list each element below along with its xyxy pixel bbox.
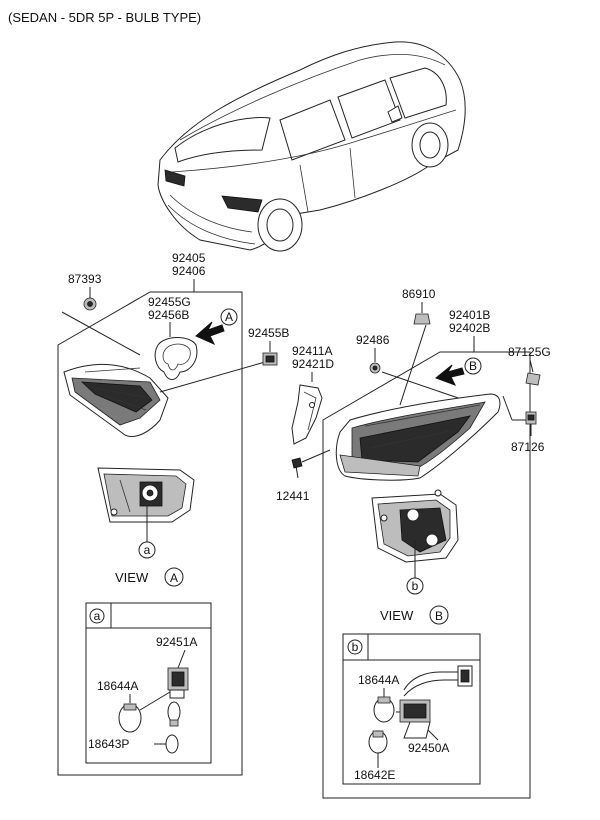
socket-92455b [262, 352, 278, 366]
ref-circle-b [406, 577, 424, 595]
nut-87393 [83, 297, 97, 311]
car-illustration [157, 41, 466, 252]
label-18642e: 18642E [354, 768, 395, 782]
bulb-18643p [167, 701, 181, 727]
bulb-wedge [165, 734, 179, 754]
view-b-circle [429, 605, 449, 625]
label-92405: 92405 [172, 251, 206, 265]
callout-letter-a: A [225, 310, 233, 324]
view-a-letter: A [170, 571, 178, 585]
wiring-harness-92450a [399, 665, 473, 739]
bracket-92411a [291, 384, 323, 445]
inner-lamp-group-frame [57, 291, 243, 776]
clip-87125g [525, 372, 541, 386]
label-92406: 92406 [172, 264, 206, 278]
detail-box-b [342, 633, 481, 785]
view-a-circle [164, 567, 184, 587]
view-a-word: VIEW [115, 570, 149, 585]
detail-box-b-circle [347, 639, 363, 655]
socket-92451a [167, 667, 189, 699]
bulb-18642e [368, 730, 388, 754]
screw-12441 [291, 457, 303, 479]
ref-circle-a [138, 541, 156, 559]
label-87393: 87393 [68, 272, 102, 286]
detail-box-a-letter: a [94, 609, 101, 623]
label-92402b: 92402B [449, 321, 490, 335]
label-92455g: 92455G [148, 295, 191, 309]
callout-circle-b [464, 357, 482, 375]
label-92401b: 92401B [449, 308, 490, 322]
inner-tail-lamp [63, 364, 169, 437]
label-92451a: 92451A [156, 635, 197, 649]
arrow-view-b [435, 364, 465, 386]
outer-tail-lamp [335, 393, 501, 481]
label-18644a-left: 18644A [97, 679, 138, 693]
label-18644a-right: 18644A [358, 673, 399, 687]
label-92421d: 92421D [292, 357, 334, 371]
detail-box-b-letter: b [352, 640, 359, 654]
label-92486: 92486 [356, 333, 390, 347]
bulb-18644a-right [373, 696, 395, 723]
diagram-title: (SEDAN - 5DR 5P - BULB TYPE) [8, 10, 201, 25]
label-18643p: 18643P [88, 737, 129, 751]
ref-letter-a: a [144, 543, 151, 557]
label-87125g: 87125G [508, 345, 551, 359]
detail-box-a [85, 602, 212, 764]
view-b-word: VIEW [380, 608, 414, 623]
ref-letter-b: b [412, 579, 419, 593]
label-92411a: 92411A [292, 344, 332, 358]
label-12441: 12441 [276, 489, 310, 503]
bulb-18644a-left [118, 703, 142, 733]
outer-lamp-group-frame [322, 351, 531, 799]
detail-box-a-circle [89, 608, 105, 624]
arrow-view-a [195, 321, 225, 346]
label-92456b: 92456B [148, 308, 189, 322]
outer-lamp-rear-view [371, 489, 459, 563]
view-b-letter: B [435, 609, 443, 623]
clip-86910 [413, 313, 431, 325]
callout-letter-b: B [469, 359, 477, 373]
gasket-92455g [154, 337, 198, 380]
label-87126: 87126 [511, 440, 545, 454]
inner-lamp-rear-view [97, 467, 195, 523]
label-92450a: 92450A [408, 741, 449, 755]
nut-92486 [369, 362, 381, 374]
label-92455b: 92455B [248, 326, 289, 340]
screw-87126 [525, 411, 537, 425]
label-86910: 86910 [402, 287, 436, 301]
callout-circle-a [220, 308, 238, 326]
